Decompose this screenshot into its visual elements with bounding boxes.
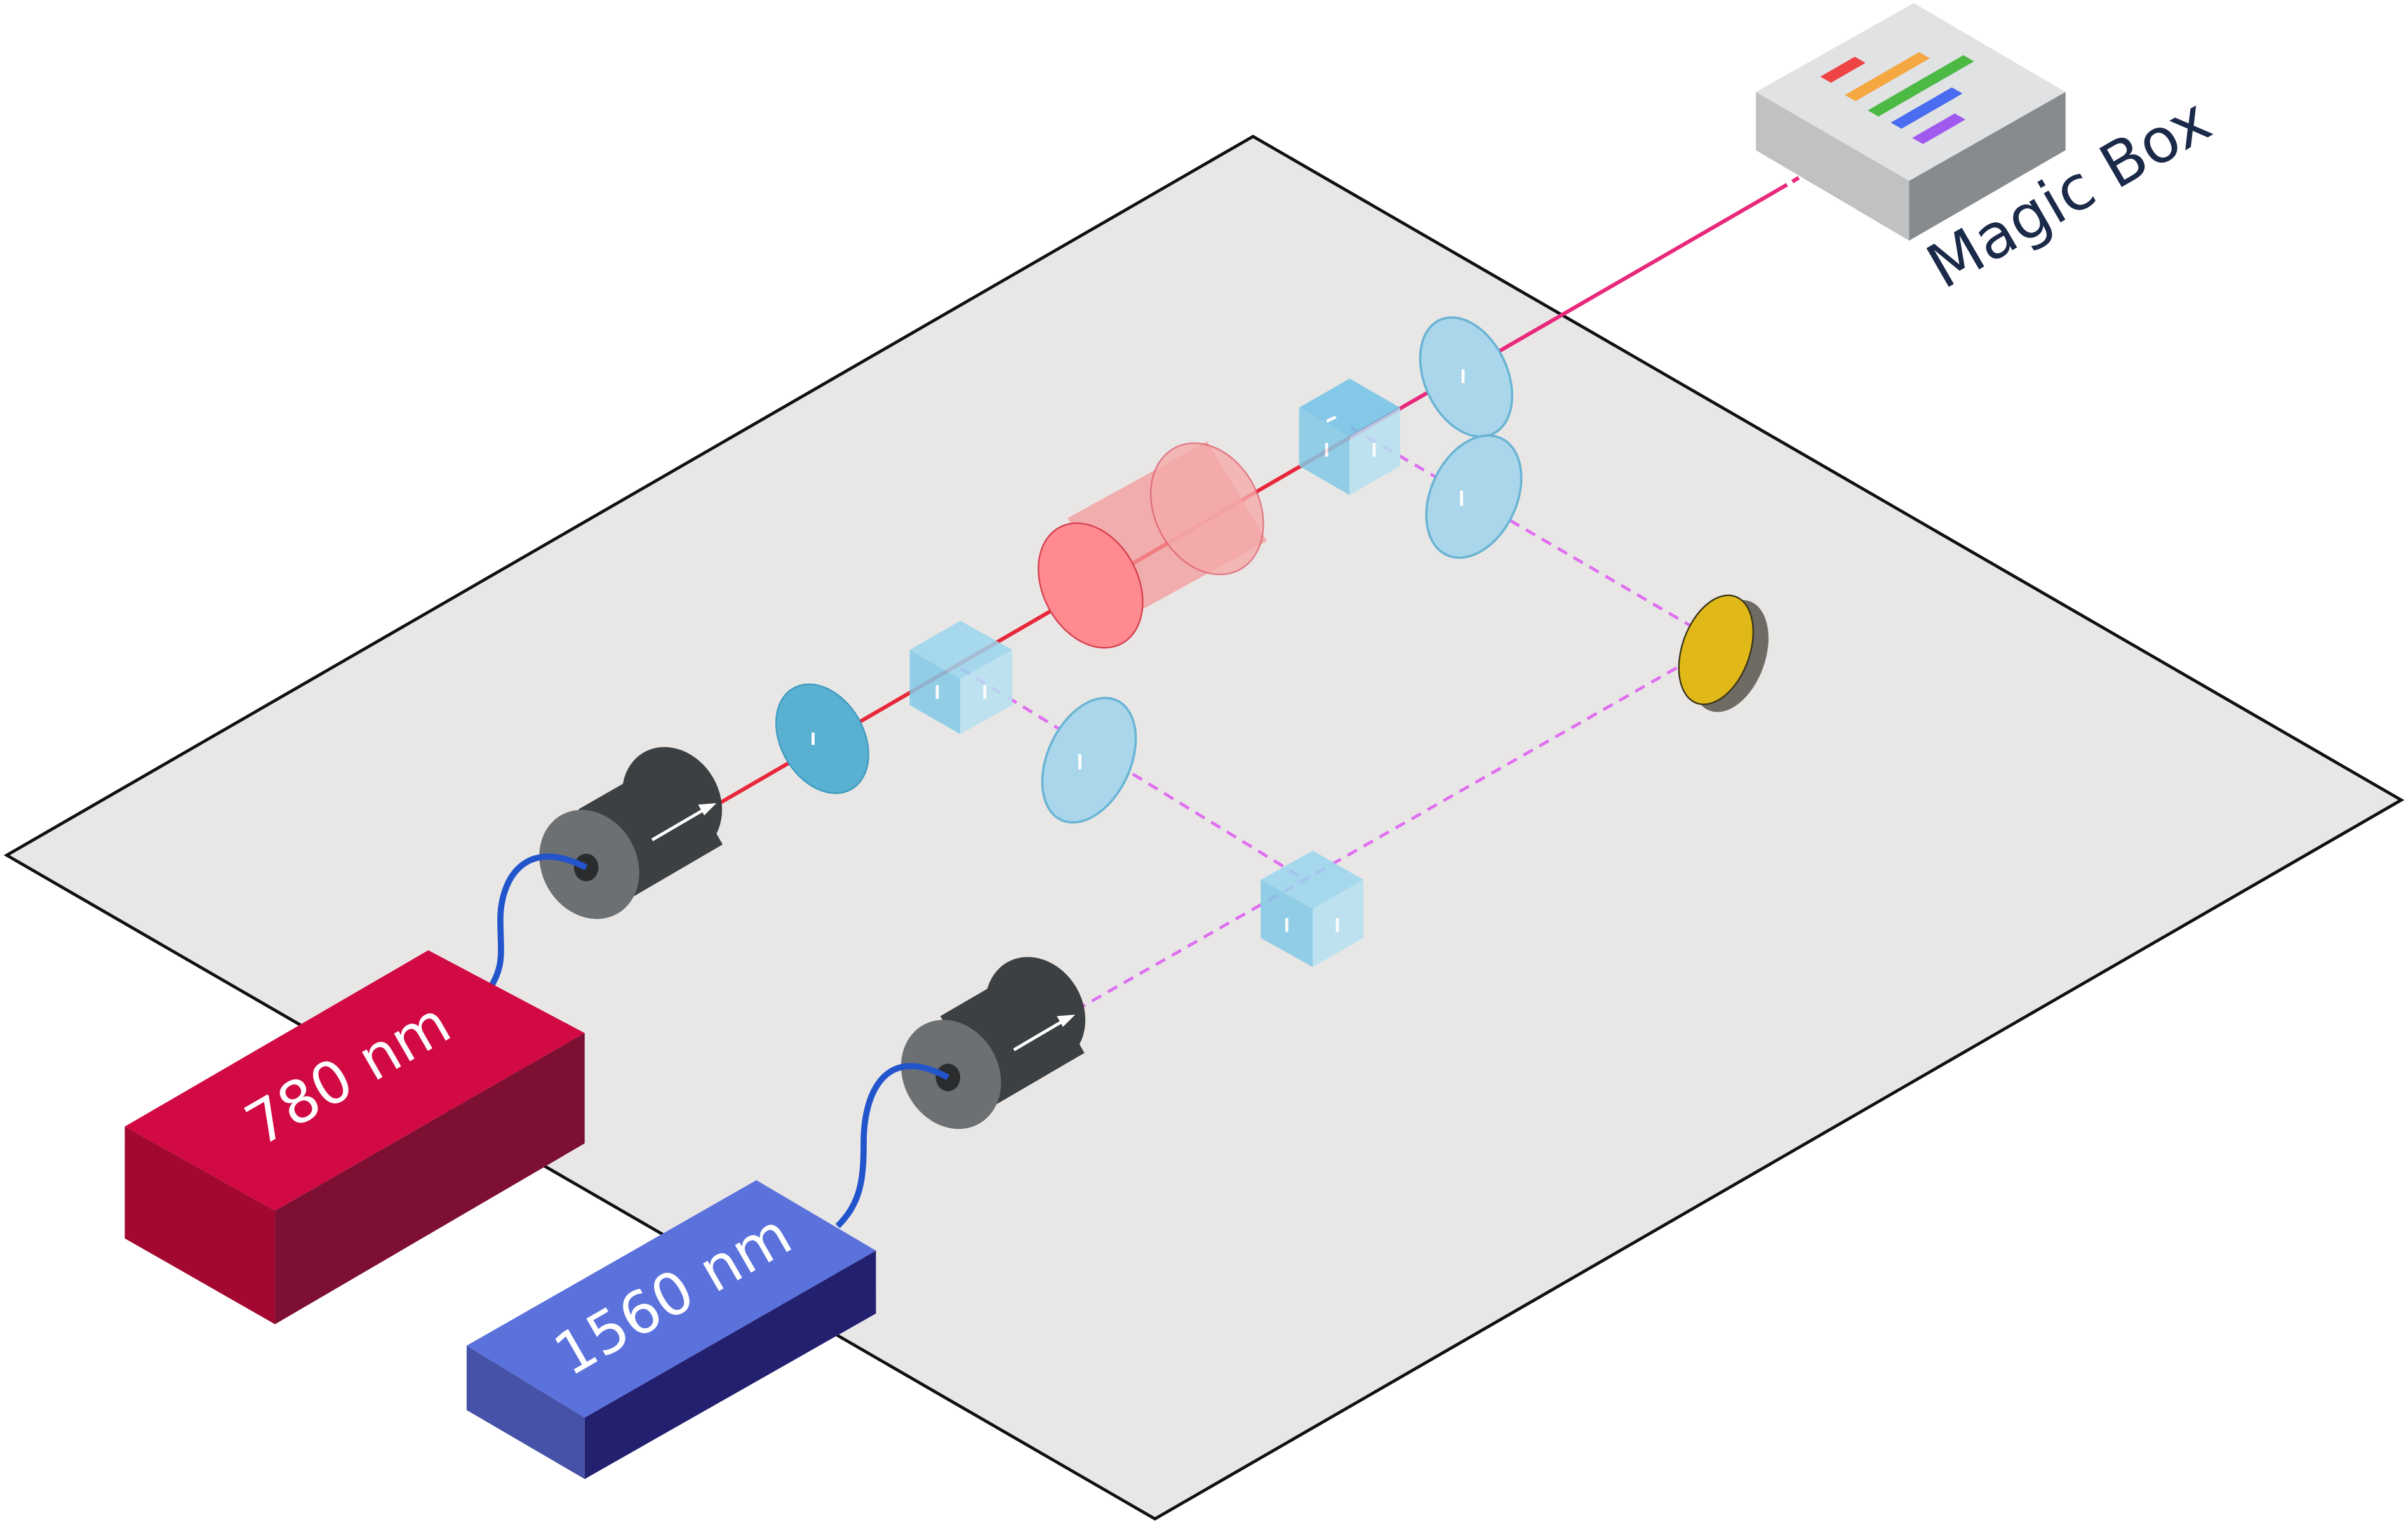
fiber-1560 <box>835 1063 950 1229</box>
lens-1 <box>775 683 869 794</box>
magic-box-bar <box>1820 57 1866 83</box>
magic-box: Magic Box <box>1756 3 2223 303</box>
magic-box-bar <box>1890 87 1963 129</box>
laser-1560-box: 1560 nm <box>466 1180 876 1479</box>
gold-mirror <box>1678 594 1769 712</box>
beam-combined <box>1350 187 1782 439</box>
magic-box-bar <box>1845 52 1930 102</box>
beam-combined-dashed <box>1779 176 1800 190</box>
lens-2 <box>1041 696 1137 824</box>
optical-table <box>3 135 2405 1521</box>
beam-1560-paths <box>959 426 1720 1021</box>
magic-box-bar <box>1912 113 1966 144</box>
collimator-1560 <box>900 957 1086 1129</box>
fiber-780 <box>486 853 588 990</box>
magic-box-bars <box>1820 52 1974 144</box>
lens-3 <box>1419 316 1513 438</box>
magic-box-bar <box>1868 55 1974 117</box>
vapor-cell <box>1038 441 1267 649</box>
lens-4 <box>1425 434 1523 559</box>
collimator-780 <box>539 747 723 919</box>
beam-splitter-1 <box>909 620 1013 735</box>
beam-splitter-3 <box>1261 850 1364 968</box>
laser-780-box: 780 nm <box>124 950 585 1324</box>
